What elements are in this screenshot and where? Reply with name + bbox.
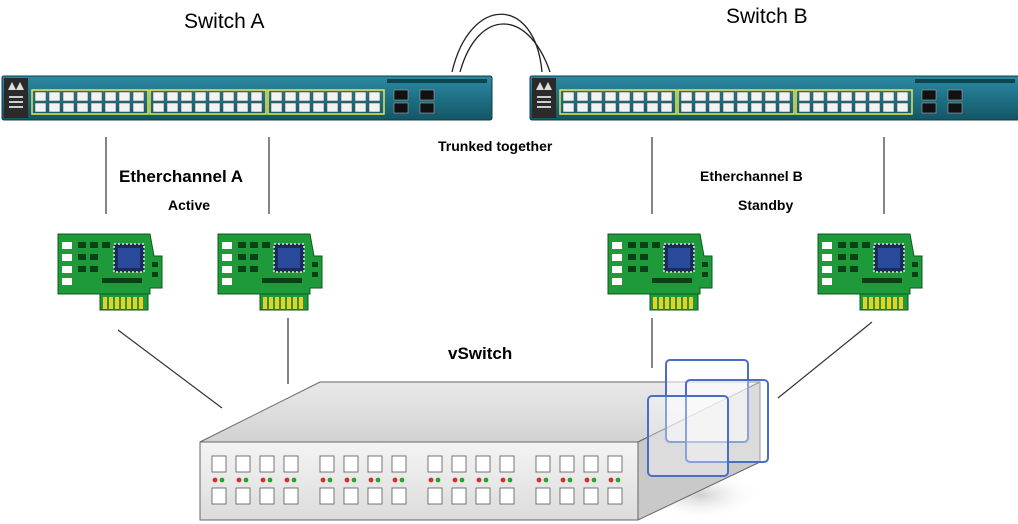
nic-card-2	[217, 233, 323, 311]
vmware-logo-icon	[647, 359, 769, 477]
downlink-lines	[117, 318, 873, 409]
trunk-cable	[451, 13, 551, 73]
etherchannel-a-label: Etherchannel A	[119, 167, 244, 186]
switch-b	[529, 75, 1018, 121]
nic-card-3	[607, 233, 713, 311]
etherchannel-a-mode: Active	[168, 197, 211, 213]
etherchannel-b-label: Etherchannel B	[700, 168, 803, 184]
vswitch-label: vSwitch	[448, 344, 513, 363]
etherchannel-b-mode: Standby	[738, 197, 794, 213]
nic-card-1	[57, 233, 163, 311]
switch-b-label: Switch B	[726, 5, 808, 28]
switch-a	[1, 75, 493, 121]
trunk-label: Trunked together	[438, 138, 553, 154]
switch-a-label: Switch A	[184, 10, 265, 33]
nic-card-4	[817, 233, 923, 311]
uplink-lines	[105, 137, 885, 214]
